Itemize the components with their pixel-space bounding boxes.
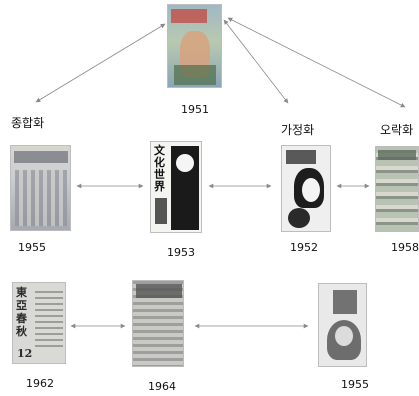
- cover-text-block: [35, 291, 63, 349]
- year-label: 1955: [18, 241, 46, 254]
- cover-sun-graphic: [176, 154, 194, 172]
- arrow-top-to-entertainment: [227, 17, 406, 108]
- masthead-graphic: [333, 290, 357, 314]
- cover-face-graphic: [302, 178, 320, 202]
- magazine-cover-1962: 東亞春秋 12: [12, 282, 66, 364]
- masthead-graphic: [286, 150, 316, 164]
- magazine-cover-1951: [167, 4, 222, 88]
- cover-stripe-graphic: [155, 198, 167, 224]
- year-label: 1964: [148, 380, 176, 393]
- magazine-cover-1964: [132, 280, 184, 367]
- category-label-entertainment: 오락화: [380, 123, 414, 137]
- year-label: 1958: [391, 241, 419, 254]
- magazine-cover-1955-right: [318, 283, 367, 367]
- magazine-cover-1953: 文化世界: [150, 141, 202, 233]
- masthead-graphic: [14, 151, 68, 163]
- year-label: 1951: [181, 103, 209, 116]
- year-label: 1953: [167, 246, 195, 259]
- year-label: 1952: [290, 241, 318, 254]
- cover-title: 東亞春秋: [16, 286, 27, 338]
- cover-figure-graphic: [174, 65, 216, 85]
- cover-crowd-graphic: [15, 170, 67, 226]
- category-label-general: 종합화: [11, 116, 45, 130]
- masthead-graphic: [378, 150, 416, 160]
- year-label: 1955: [341, 378, 369, 391]
- magazine-cover-1955-general: [10, 145, 71, 231]
- masthead-graphic: [171, 9, 207, 23]
- category-label-family: 가정화: [281, 123, 315, 137]
- cover-face-graphic: [335, 326, 353, 346]
- year-label: 1962: [26, 377, 54, 390]
- cover-flower-graphic: [288, 208, 310, 228]
- cover-title: 文化世界: [154, 144, 165, 193]
- magazine-cover-1952: [281, 145, 331, 232]
- arrow-top-to-general: [35, 23, 166, 103]
- masthead-graphic: [136, 284, 182, 298]
- magazine-cover-1958: [375, 146, 419, 232]
- issue-number: 12: [17, 347, 33, 360]
